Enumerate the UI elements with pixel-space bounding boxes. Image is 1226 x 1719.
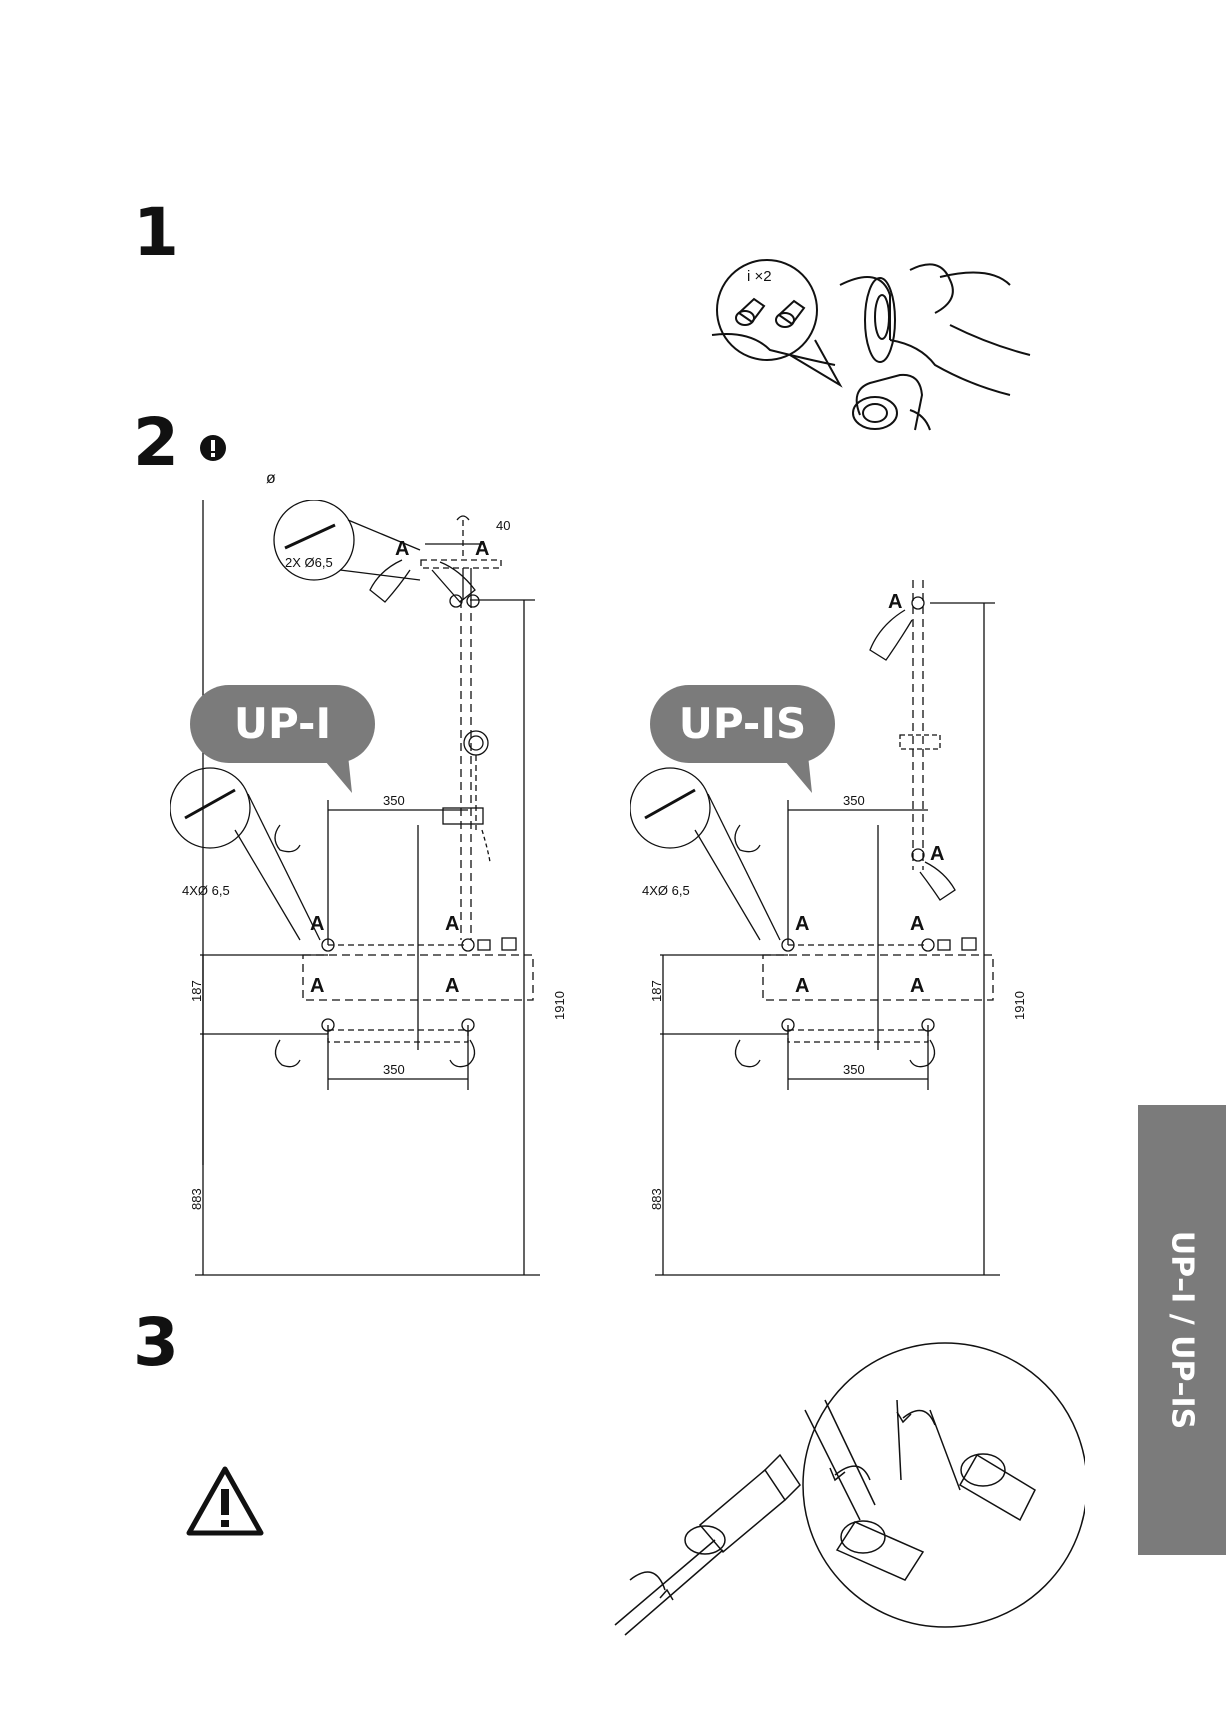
diagram-up-is: A A A A A A 4XØ 6,5 350 350 187 883 1910: [630, 500, 1070, 1300]
step-number-1: 1: [133, 200, 179, 266]
exclamation-icon: [198, 433, 228, 463]
svg-text:A: A: [475, 538, 489, 560]
dim-1910: 1910: [1012, 991, 1027, 1020]
callout-label: i ×2: [747, 268, 772, 285]
svg-text:A: A: [930, 843, 944, 865]
bubble-tail-left: [320, 755, 360, 795]
diameter-symbol: ø: [266, 470, 276, 488]
dim-350-top: 350: [843, 793, 865, 808]
svg-text:A: A: [795, 913, 809, 935]
svg-text:A: A: [395, 538, 409, 560]
dim-350-bottom: 350: [843, 1062, 865, 1077]
svg-text:A: A: [445, 913, 459, 935]
dim-883: 883: [189, 1188, 204, 1210]
bubble-tail-right: [780, 755, 820, 795]
dim-350-top: 350: [383, 793, 405, 808]
side-tab: UP–I / UP–IS: [1138, 1105, 1226, 1555]
svg-text:A: A: [795, 975, 809, 997]
fitting-icon: [805, 1400, 1035, 1580]
step1-illustration: i ×2: [710, 255, 1040, 440]
step-number-3: 3: [133, 1310, 179, 1376]
svg-text:A: A: [310, 913, 324, 935]
svg-text:A: A: [910, 975, 924, 997]
dim-187: 187: [189, 980, 204, 1002]
seal-part-icon: [736, 299, 804, 327]
side-tab-label: UP–I / UP–IS: [1165, 1231, 1200, 1429]
bubble-up-is: UP-IS: [650, 685, 835, 763]
dim-1910: 1910: [552, 991, 567, 1020]
diagram-up-i: A A A A A A 2X Ø6,5 4XØ 6,5 40 350 350 1…: [170, 500, 610, 1300]
drill-spec-top: 2X Ø6,5: [285, 555, 333, 570]
dim-883: 883: [649, 1188, 664, 1210]
dim-40: 40: [496, 518, 510, 533]
dim-187: 187: [649, 980, 664, 1002]
svg-text:A: A: [910, 913, 924, 935]
step3-illustration: [605, 1340, 1085, 1640]
screwdriver-icon: [615, 1455, 800, 1635]
step-number-2: 2: [133, 410, 179, 476]
svg-text:A: A: [888, 591, 902, 613]
drill-spec-bottom: 4XØ 6,5: [642, 883, 690, 898]
pointing-hand-icon: [735, 610, 955, 1067]
drill-spec-bottom: 4XØ 6,5: [182, 883, 230, 898]
dim-350-bottom: 350: [383, 1062, 405, 1077]
bubble-up-i: UP-I: [190, 685, 375, 763]
svg-text:A: A: [445, 975, 459, 997]
svg-text:A: A: [310, 975, 324, 997]
warning-triangle-icon: [185, 1465, 265, 1537]
